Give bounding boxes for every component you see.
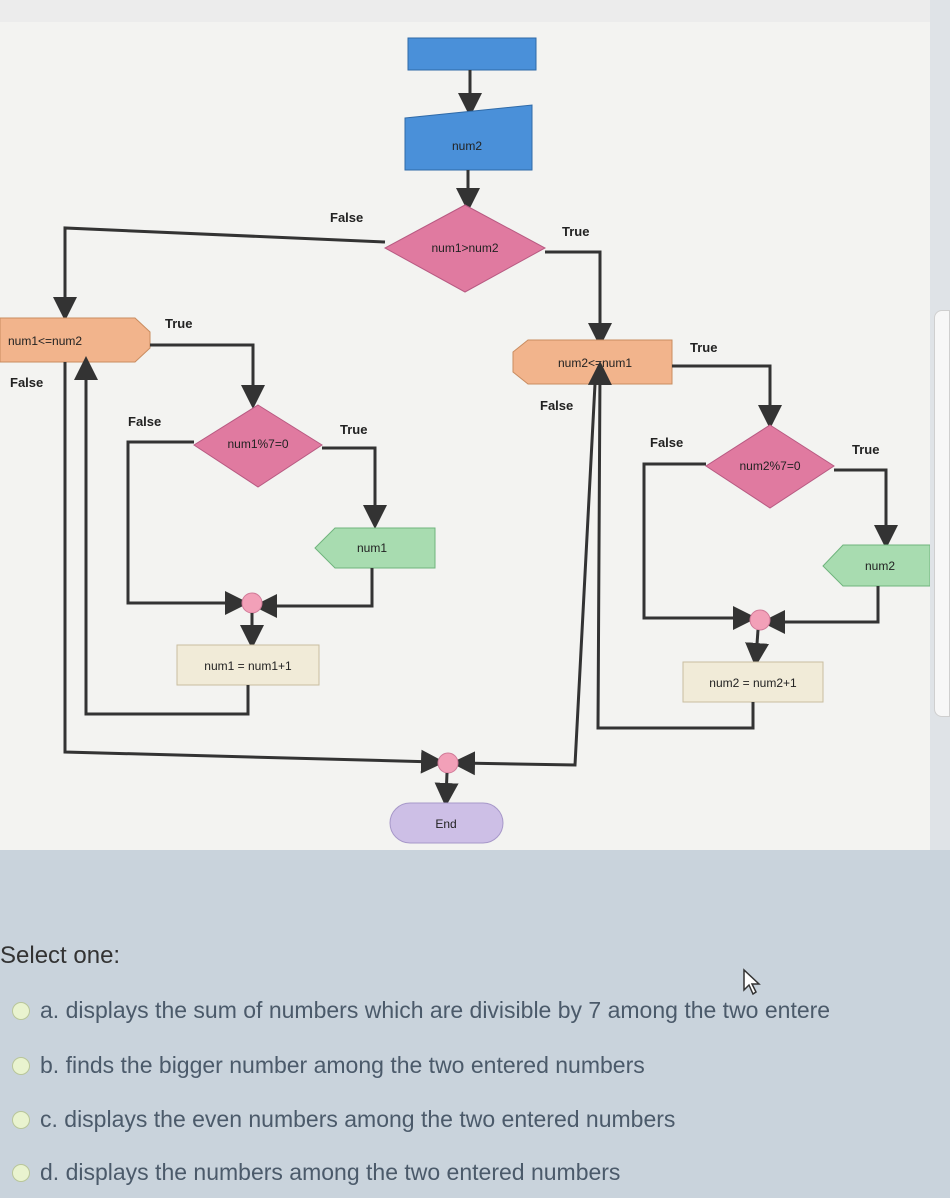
radio-option-a[interactable] [12, 1001, 30, 1020]
connector-line [545, 250, 612, 347]
label-false-left: False [10, 375, 43, 390]
decision-main-shape [383, 204, 547, 293]
label-false-main: False [330, 210, 363, 225]
end-terminal-shape [389, 802, 504, 844]
scrollbar-thumb[interactable] [934, 310, 950, 717]
option-a-text: a. displays the sum of numbers which are… [40, 997, 831, 1023]
process-right-shape [682, 661, 824, 703]
connector-line [253, 568, 374, 618]
radio-option-b[interactable] [12, 1056, 30, 1075]
label-true-left-mod: True [340, 422, 367, 437]
header-strip [0, 0, 930, 22]
option-c-text: c. displays the even numbers among the t… [40, 1106, 676, 1132]
connector-line [126, 440, 249, 615]
process-right-label: num2 = num2+1 [709, 676, 797, 690]
decision-main-label: num1>num2 [431, 241, 498, 255]
decision-left-mod-shape [193, 404, 323, 488]
option-a[interactable]: a. displays the sum of numbers which are… [12, 997, 830, 1024]
option-d-text: d. displays the numbers among the two en… [40, 1159, 621, 1185]
label-true-left: True [165, 316, 192, 331]
connector-line [74, 356, 250, 716]
label-true-right: True [690, 340, 717, 355]
label-true-right-mod: True [852, 442, 879, 457]
connector-line [53, 226, 386, 321]
label-false-right-mod: False [650, 435, 683, 450]
decision-right-mod-shape [705, 424, 835, 509]
input-num2-label: num2 [452, 139, 482, 153]
loop-right-label: num2<=num1 [558, 356, 632, 370]
connector-line [150, 343, 265, 409]
loop-left-shape [0, 317, 151, 363]
process-left-shape [176, 644, 320, 686]
connector-line [451, 383, 597, 776]
label-true-main: True [562, 224, 589, 239]
output-left-label: num1 [357, 541, 387, 555]
question-area [0, 850, 950, 1198]
connector-line [322, 446, 387, 529]
option-b-text: b. finds the bigger number among the two… [40, 1052, 645, 1078]
loop-left-label: num1<=num2 [8, 334, 82, 348]
output-left-shape [314, 527, 436, 569]
output-right-label: num2 [865, 559, 895, 573]
connector-line [745, 629, 770, 667]
connector-line [63, 362, 445, 774]
label-false-left-mod: False [128, 414, 161, 429]
process-left-label: num1 = num1+1 [204, 659, 292, 673]
connector-line [434, 772, 459, 807]
input-num2-shape [404, 104, 533, 171]
flowchart-area: num2 num1>num2 False True num1<=num2 Tru… [0, 0, 931, 850]
end-terminal-label: End [435, 817, 456, 831]
merge-connector-end [437, 752, 459, 774]
mouse-cursor-icon [743, 968, 761, 996]
decision-right-mod-label: num2%7=0 [739, 459, 800, 473]
option-d[interactable]: d. displays the numbers among the two en… [12, 1159, 620, 1186]
option-c[interactable]: c. displays the even numbers among the t… [12, 1106, 675, 1133]
connector-line [642, 462, 757, 630]
connector-line [834, 468, 898, 549]
start-block [407, 37, 537, 71]
connector-line [761, 586, 880, 634]
flowchart-canvas: num2 num1>num2 False True num1<=num2 Tru… [0, 0, 931, 844]
decision-left-mod-label: num1%7=0 [227, 437, 288, 451]
option-b[interactable]: b. finds the bigger number among the two… [12, 1052, 645, 1079]
radio-option-c[interactable] [12, 1110, 30, 1129]
label-false-right: False [540, 398, 573, 413]
merge-connector-left [241, 592, 263, 614]
connector-line [587, 361, 755, 730]
connector-line [672, 364, 782, 429]
merge-connector-right [749, 609, 771, 631]
radio-option-d[interactable] [12, 1163, 30, 1182]
select-one-label: Select one: [0, 942, 121, 969]
